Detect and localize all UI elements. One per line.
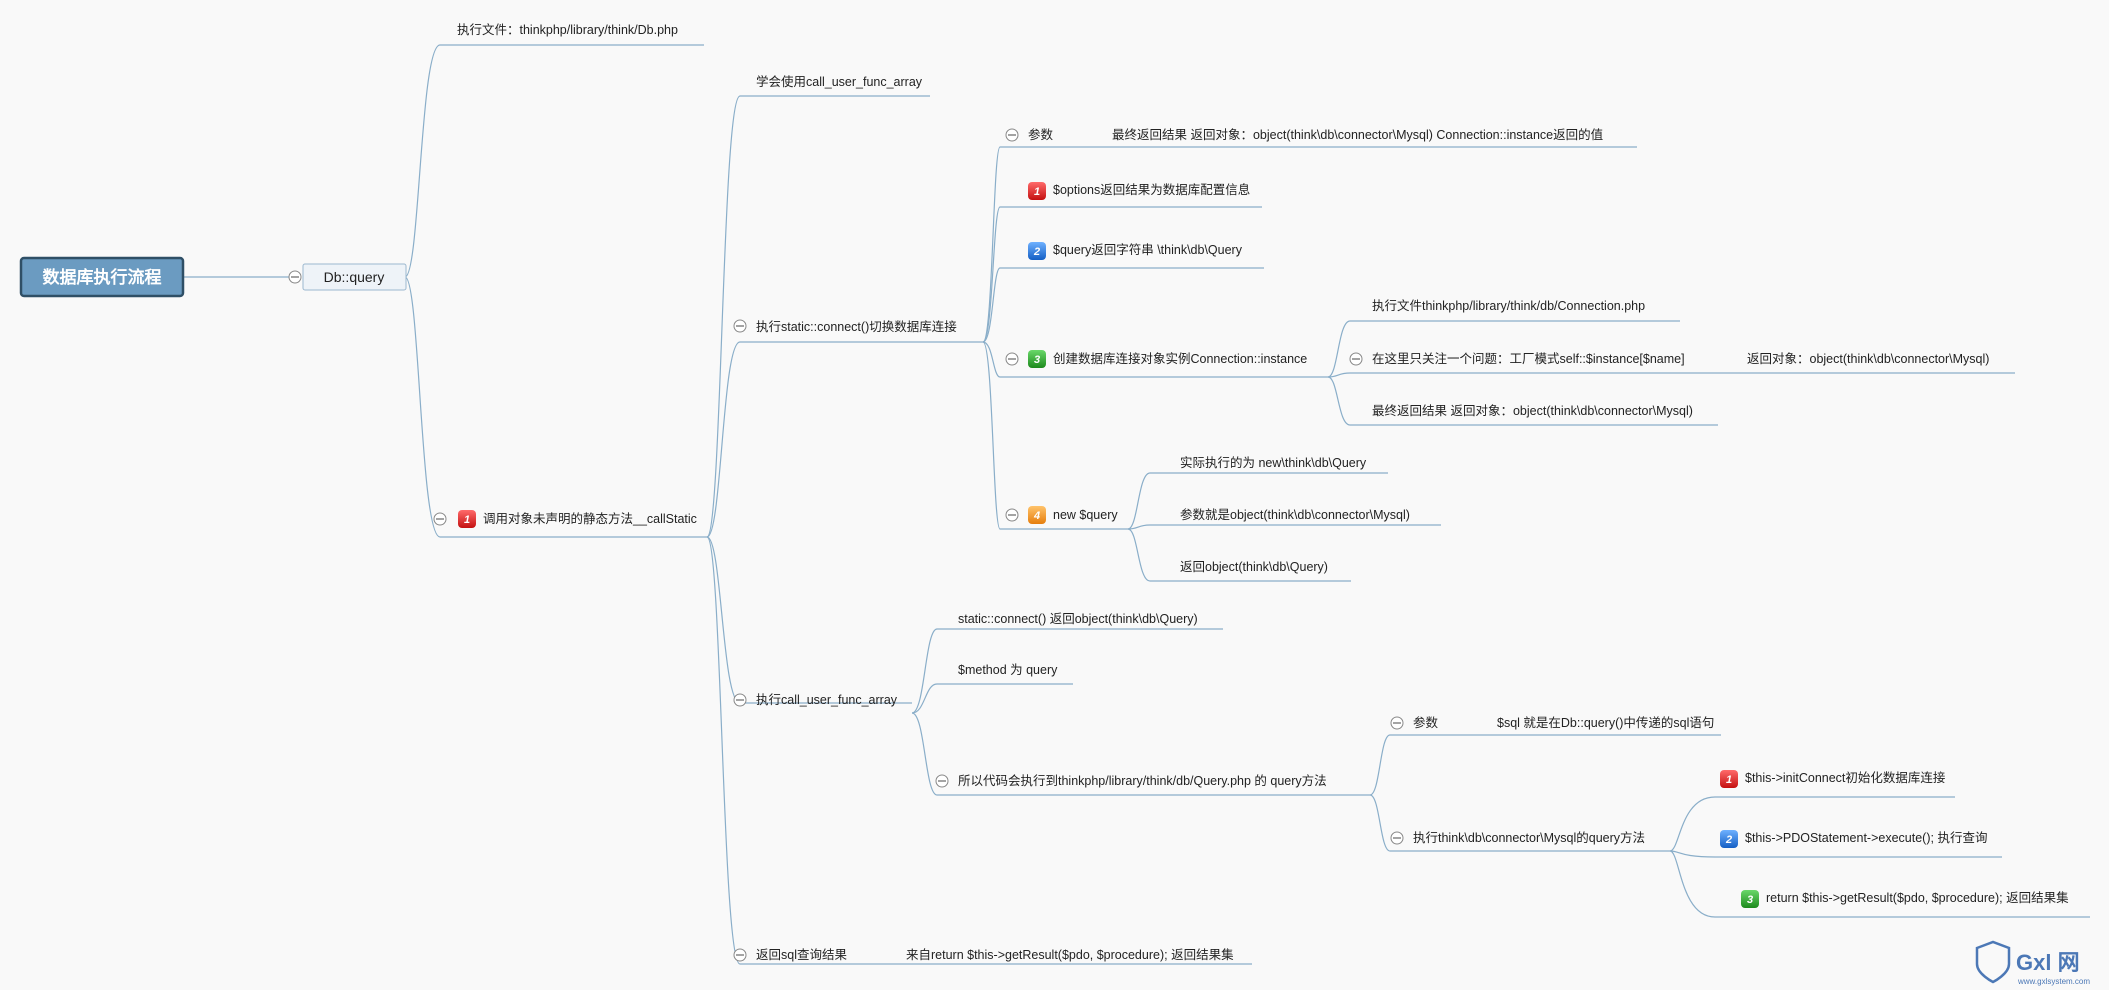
node-init-connect: $this->initConnect初始化数据库连接	[1745, 770, 1946, 785]
node-exec-file: 执行文件：thinkphp/library/think/Db.php	[457, 22, 678, 37]
svg-text:2: 2	[1725, 834, 1732, 846]
node-get-result: return $this->getResult($pdo, $procedure…	[1766, 890, 2069, 905]
root-title: 数据库执行流程	[43, 267, 162, 287]
collapse-toggle-connect[interactable]	[733, 319, 747, 333]
watermark-url: www.gxlsystem.com	[2017, 977, 2090, 986]
badge-2-blue: 2	[1720, 830, 1738, 848]
badge-2-blue: 2	[1028, 242, 1046, 260]
svg-text:2: 2	[1033, 246, 1040, 258]
node-cufa-connect: static::connect() 返回object(think\db\Quer…	[958, 612, 1198, 626]
node-new-query-param: 参数就是object(think\db\connector\Mysql)	[1180, 507, 1410, 522]
badge-1-red: 1	[1028, 182, 1046, 200]
node-query-string: $query返回字符串 \think\db\Query	[1053, 242, 1243, 257]
collapse-toggle-create[interactable]	[1005, 352, 1019, 366]
badge-1-red: 1	[458, 510, 476, 528]
node-connect: 执行static::connect()切换数据库连接	[756, 319, 957, 334]
svg-text:1: 1	[464, 514, 470, 526]
node-mysql-query: 执行think\db\connector\Mysql的query方法	[1413, 830, 1645, 845]
collapse-toggle-params[interactable]	[1005, 128, 1019, 142]
collapse-toggle-new-query[interactable]	[1005, 508, 1019, 522]
svg-text:4: 4	[1033, 510, 1040, 522]
node-query-method: 所以代码会执行到thinkphp/library/think/db/Query.…	[958, 773, 1327, 788]
node-connection-file: 执行文件thinkphp/library/think/db/Connection…	[1372, 298, 1645, 313]
badge-3-green: 3	[1028, 350, 1046, 368]
node-cufa: 执行call_user_func_array	[756, 693, 898, 707]
collapse-toggle-factory[interactable]	[1349, 352, 1363, 366]
node-underlines	[440, 44, 2090, 965]
node-factory: 在这里只关注一个问题：工厂模式self::$instance[$name]	[1372, 351, 1685, 366]
node-params: 参数	[1028, 127, 1054, 142]
node-execute: $this->PDOStatement->execute(); 执行查询	[1745, 831, 1987, 845]
collapse-toggle-query-method[interactable]	[935, 774, 949, 788]
badge-1-red: 1	[1720, 770, 1738, 788]
node-new-query: new $query	[1053, 508, 1118, 522]
collapse-toggle-q-params[interactable]	[1390, 716, 1404, 730]
node-callstatic: 调用对象未声明的静态方法__callStatic	[483, 511, 697, 526]
node-params-value: 最终返回结果 返回对象：object(think\db\connector\My…	[1112, 127, 1603, 142]
collapse-toggle-callstatic[interactable]	[433, 512, 447, 526]
node-db-query[interactable]: Db::query	[302, 263, 407, 291]
collapse-toggle-return[interactable]	[733, 948, 747, 962]
node-return-value: 来自return $this->getResult($pdo, $procedu…	[906, 947, 1234, 962]
collapse-toggle-db-query[interactable]	[288, 270, 302, 284]
svg-text:1: 1	[1034, 186, 1040, 198]
node-factory-return: 返回对象：object(think\db\connector\Mysql)	[1747, 352, 1989, 366]
svg-text:1: 1	[1726, 774, 1732, 786]
node-query-params-value: $sql 就是在Db::query()中传递的sql语句	[1497, 715, 1714, 730]
badge-3-green: 3	[1741, 890, 1759, 908]
node-options: $options返回结果为数据库配置信息	[1053, 182, 1250, 197]
node-create-instance: 创建数据库连接对象实例Connection::instance	[1053, 351, 1307, 366]
node-db-query-label: Db::query	[324, 269, 385, 285]
node-return: 返回sql查询结果	[756, 948, 847, 962]
node-learn-cufa: 学会使用call_user_func_array	[756, 74, 923, 89]
root-node[interactable]: 数据库执行流程	[19, 256, 185, 298]
collapse-toggle-cufa[interactable]	[733, 693, 747, 707]
node-new-query-return: 返回object(think\db\Query)	[1180, 560, 1328, 574]
svg-text:3: 3	[1747, 894, 1753, 906]
node-final-return: 最终返回结果 返回对象：object(think\db\connector\My…	[1372, 403, 1693, 418]
watermark-logo: Gxl 网 www.gxlsystem.com	[1975, 940, 2090, 986]
collapse-toggle-mysql[interactable]	[1390, 831, 1404, 845]
node-new-query-actual: 实际执行的为 new\think\db\Query	[1180, 455, 1367, 470]
svg-text:3: 3	[1034, 354, 1040, 366]
connector-lines	[183, 44, 1716, 965]
node-cufa-method: $method 为 query	[958, 663, 1058, 677]
watermark-brand: Gxl 网	[2016, 950, 2080, 975]
node-query-params: 参数	[1413, 715, 1439, 730]
badge-4-orange: 4	[1028, 506, 1046, 524]
